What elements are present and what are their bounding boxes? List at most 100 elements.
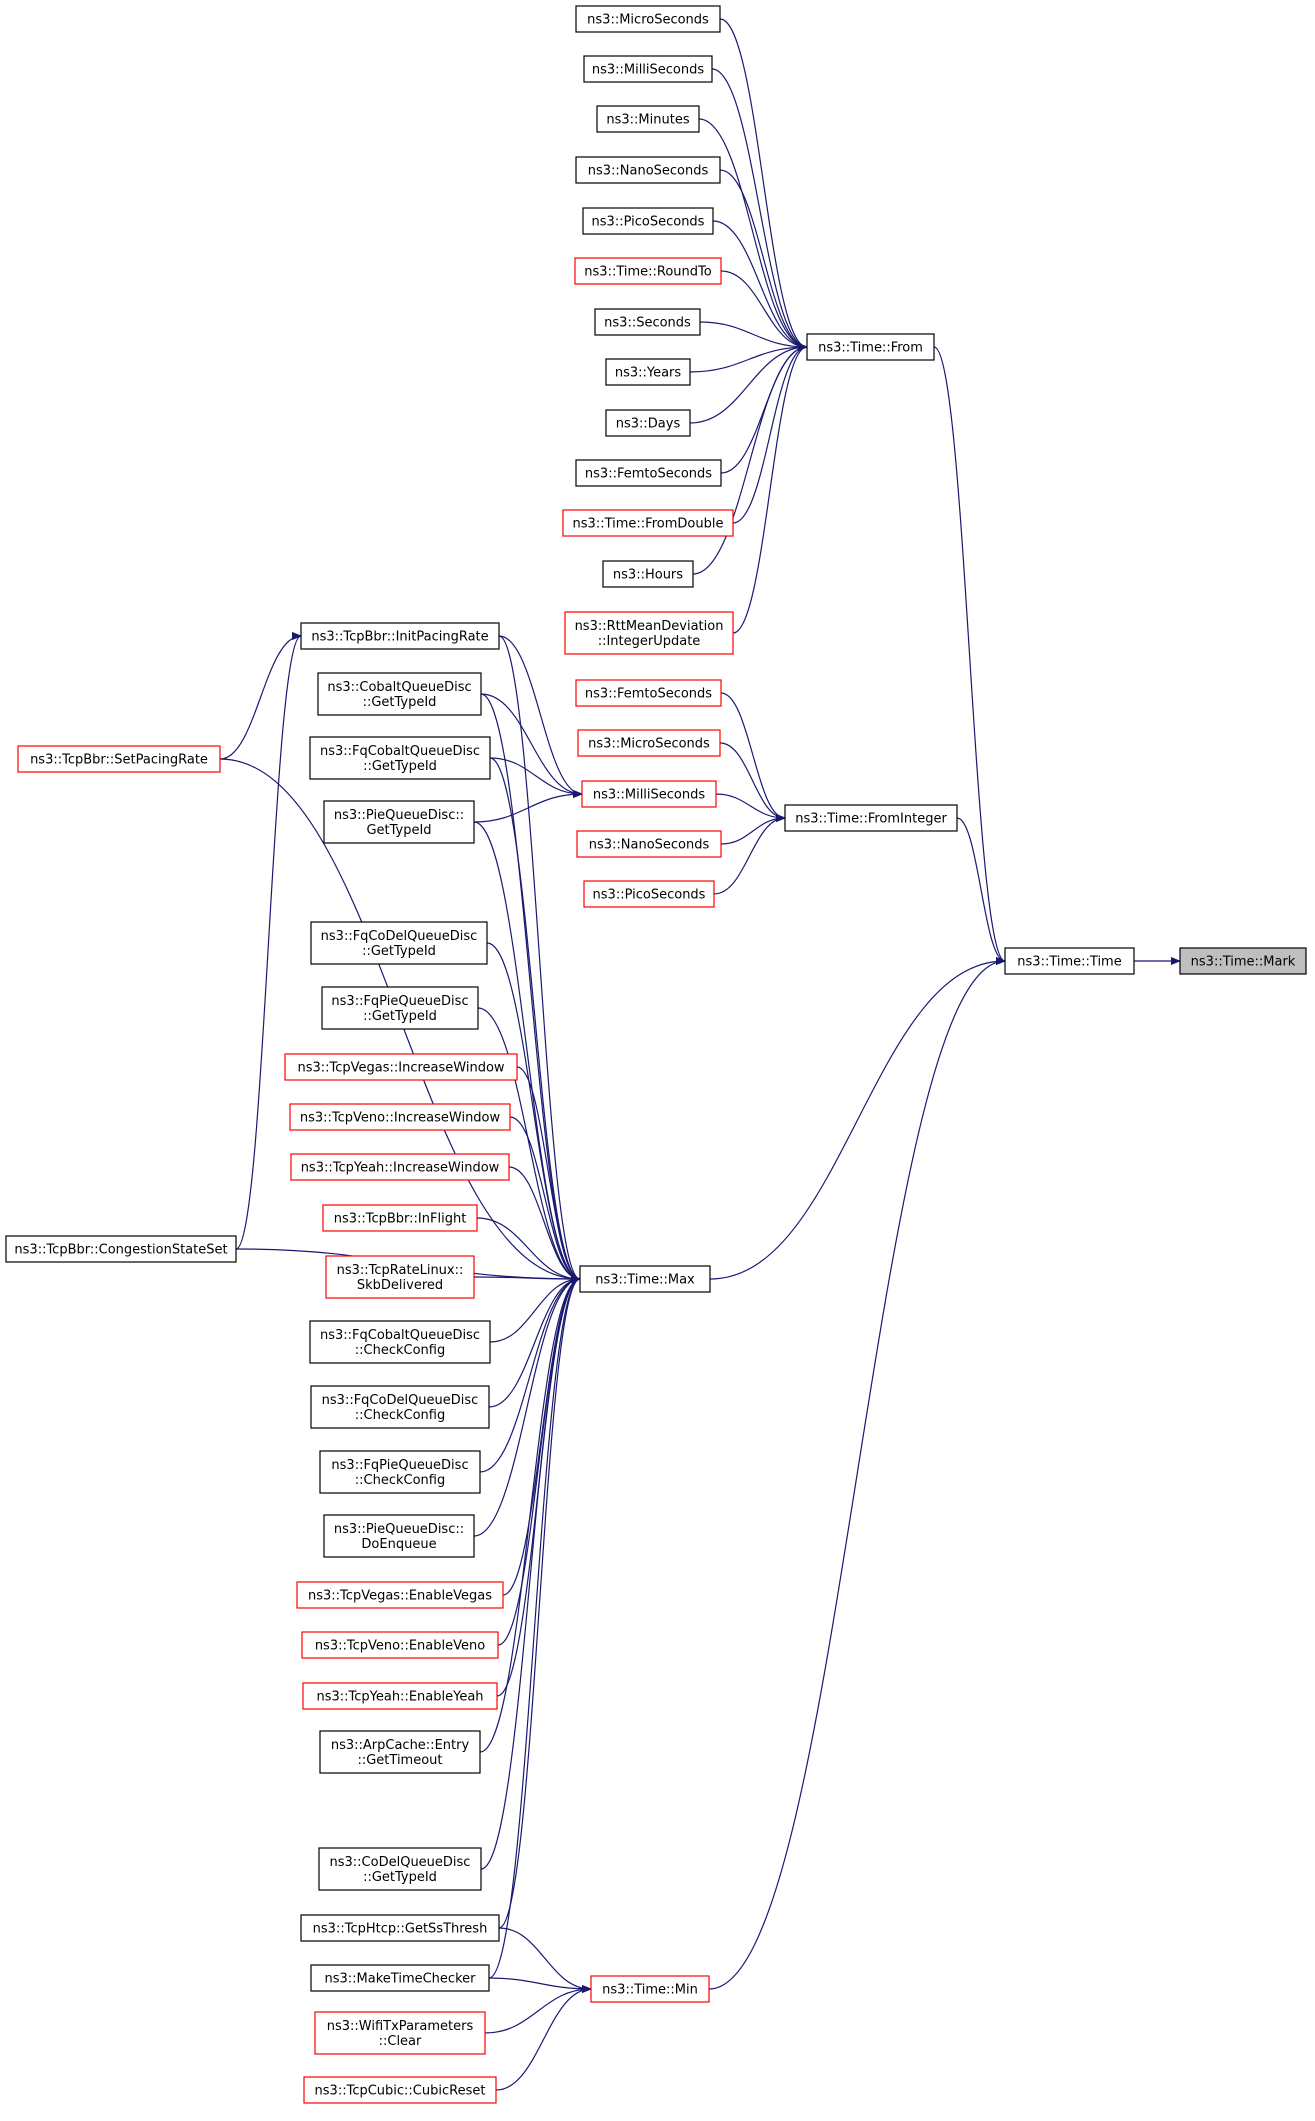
- node-box: [321, 986, 479, 1030]
- node-pie-typeid[interactable]: ns3::PieQueueDisc::GetTypeId: [323, 800, 475, 844]
- node-label: ns3::TcpVegas::IncreaseWindow: [297, 1061, 504, 1076]
- node-box: [301, 1631, 499, 1659]
- node-min[interactable]: ns3::Time::Min: [590, 1975, 710, 2003]
- node-fi-picoseconds[interactable]: ns3::PicoSeconds: [583, 880, 715, 908]
- node-arp-timeout[interactable]: ns3::ArpCache::Entry::GetTimeout: [319, 1730, 481, 1774]
- edge-cubic_reset-to-min: [495, 1985, 592, 2091]
- node-label: ns3::TcpBbr::InitPacingRate: [311, 630, 488, 645]
- edge-fqcobalt_check-to-max: [489, 1275, 581, 1343]
- node-from-days[interactable]: ns3::Days: [605, 409, 691, 437]
- edge-from_rtt-to-from: [732, 343, 808, 634]
- node-fi-microseconds[interactable]: ns3::MicroSeconds: [577, 729, 721, 757]
- node-pie-enqueue[interactable]: ns3::PieQueueDisc::DoEnqueue: [323, 1514, 475, 1558]
- node-box: [322, 1204, 478, 1232]
- node-from-minutes[interactable]: ns3::Minutes: [596, 105, 700, 133]
- node-label: ns3::FemtoSeconds: [585, 467, 712, 482]
- node-fqpie-typeid[interactable]: ns3::FqPieQueueDisc::GetTypeId: [321, 986, 479, 1030]
- edge-initpacing-to-fi_milliseconds: [498, 635, 583, 798]
- node-from-picoseconds[interactable]: ns3::PicoSeconds: [582, 207, 714, 235]
- node-fqcodel-check[interactable]: ns3::FqCoDelQueueDisc::CheckConfig: [310, 1385, 490, 1429]
- node-label: ns3::Days: [616, 417, 681, 432]
- node-label: ::Clear: [379, 2034, 422, 2049]
- node-fi-milliseconds[interactable]: ns3::MilliSeconds: [581, 780, 717, 808]
- node-wifi-clear[interactable]: ns3::WifiTxParameters::Clear: [314, 2011, 486, 2055]
- node-label: SkbDelivered: [357, 1278, 443, 1293]
- nodes-layer: ns3::Time::Markns3::Time::Timens3::Time:…: [5, 5, 1307, 2104]
- edge-from_milliseconds-to-from: [711, 68, 808, 351]
- node-from-rtt[interactable]: ns3::RttMeanDeviation::IntegerUpdate: [564, 611, 734, 655]
- node-box: [576, 830, 722, 858]
- node-label: ns3::TcpYeah::IncreaseWindow: [301, 1161, 500, 1176]
- node-label: ns3::FqCobaltQueueDisc: [320, 1328, 480, 1343]
- node-fqcobalt-check[interactable]: ns3::FqCobaltQueueDisc::CheckConfig: [309, 1320, 491, 1364]
- edge-from_days-to-from: [689, 343, 808, 424]
- node-box: [318, 1847, 482, 1891]
- node-inflight[interactable]: ns3::TcpBbr::InFlight: [322, 1204, 478, 1232]
- node-from-fromdouble[interactable]: ns3::Time::FromDouble: [562, 509, 734, 537]
- node-from-hours[interactable]: ns3::Hours: [602, 560, 694, 588]
- node-from-femtoseconds[interactable]: ns3::FemtoSeconds: [575, 459, 722, 487]
- node-from-seconds[interactable]: ns3::Seconds: [594, 308, 701, 336]
- node-box: [602, 560, 694, 588]
- node-box: [575, 679, 722, 707]
- node-veno-enable[interactable]: ns3::TcpVeno::EnableVeno: [301, 1631, 499, 1659]
- node-from-roundto[interactable]: ns3::Time::RoundTo: [574, 257, 722, 285]
- node-fqcobalt-typeid[interactable]: ns3::FqCobaltQueueDisc::GetTypeId: [309, 736, 491, 780]
- node-vegas-enable[interactable]: ns3::TcpVegas::EnableVegas: [296, 1581, 504, 1609]
- node-label: ns3::CoDelQueueDisc: [330, 1855, 471, 1870]
- node-fi-femtoseconds[interactable]: ns3::FemtoSeconds: [575, 679, 722, 707]
- node-label: ns3::TcpYeah::EnableYeah: [316, 1690, 483, 1705]
- edge-max-to-time: [709, 957, 1006, 1280]
- node-from[interactable]: ns3::Time::From: [806, 333, 935, 361]
- edge-from_seconds-to-from: [699, 321, 808, 351]
- node-max[interactable]: ns3::Time::Max: [579, 1265, 711, 1293]
- node-initpacing[interactable]: ns3::TcpBbr::InitPacingRate: [300, 622, 500, 650]
- node-label: ::CheckConfig: [355, 1473, 445, 1488]
- node-congestion[interactable]: ns3::TcpBbr::CongestionStateSet: [5, 1235, 237, 1263]
- node-label: ns3::TcpVegas::EnableVegas: [308, 1589, 492, 1604]
- node-label: ns3::NanoSeconds: [588, 164, 709, 179]
- edge-maketimechecker-to-min: [488, 1977, 592, 1993]
- node-yeah-inc[interactable]: ns3::TcpYeah::IncreaseWindow: [290, 1153, 510, 1181]
- edge-htcp_ssthresh-to-max: [498, 1275, 581, 1929]
- node-vegas-inc[interactable]: ns3::TcpVegas::IncreaseWindow: [284, 1053, 518, 1081]
- node-from-microseconds[interactable]: ns3::MicroSeconds: [575, 5, 721, 33]
- node-fi-nanoseconds[interactable]: ns3::NanoSeconds: [576, 830, 722, 858]
- node-cobalt-typeid[interactable]: ns3::CobaltQueueDisc::GetTypeId: [317, 672, 482, 716]
- edge-cobalt_typeid-to-fi_milliseconds: [480, 693, 583, 798]
- node-box: [323, 1514, 475, 1558]
- node-label: ns3::TcpHtcp::GetSsThresh: [313, 1922, 488, 1937]
- node-from-nanoseconds[interactable]: ns3::NanoSeconds: [575, 156, 721, 184]
- node-from-milliseconds[interactable]: ns3::MilliSeconds: [583, 55, 713, 83]
- node-skbdelivered[interactable]: ns3::TcpRateLinux::SkbDelivered: [325, 1255, 475, 1299]
- node-frominteger[interactable]: ns3::Time::FromInteger: [784, 804, 958, 832]
- node-label: ns3::RttMeanDeviation: [575, 619, 724, 634]
- node-label: ns3::FqCoDelQueueDisc: [321, 929, 478, 944]
- edge-from_hours-to-from: [692, 343, 808, 575]
- edge-fqcobalt_typeid-to-max: [489, 757, 581, 1283]
- node-maketimechecker[interactable]: ns3::MakeTimeChecker: [310, 1964, 490, 1992]
- node-fqpie-check[interactable]: ns3::FqPieQueueDisc::CheckConfig: [319, 1450, 481, 1494]
- edge-htcp_ssthresh-to-min: [498, 1927, 592, 1993]
- edge-arp_timeout-to-max: [479, 1275, 581, 1753]
- node-label: ns3::MakeTimeChecker: [325, 1972, 477, 1987]
- node-box: [309, 736, 491, 780]
- node-box: [310, 1385, 490, 1429]
- node-setpacing[interactable]: ns3::TcpBbr::SetPacingRate: [17, 745, 221, 773]
- node-yeah-enable[interactable]: ns3::TcpYeah::EnableYeah: [302, 1682, 498, 1710]
- node-htcp-ssthresh[interactable]: ns3::TcpHtcp::GetSsThresh: [300, 1914, 500, 1942]
- node-label: ns3::ArpCache::Entry: [331, 1738, 470, 1753]
- node-label: ::GetTypeId: [363, 695, 437, 710]
- node-from-years[interactable]: ns3::Years: [605, 358, 691, 386]
- node-box: [577, 729, 721, 757]
- node-box: [1004, 947, 1135, 975]
- node-label: ns3::FqCobaltQueueDisc: [320, 744, 480, 759]
- node-cubic-reset[interactable]: ns3::TcpCubic::CubicReset: [303, 2076, 497, 2104]
- node-box: [319, 1450, 481, 1494]
- node-box: [583, 55, 713, 83]
- node-fqcodel-typeid[interactable]: ns3::FqCoDelQueueDisc::GetTypeId: [310, 921, 488, 965]
- node-veno-inc[interactable]: ns3::TcpVeno::IncreaseWindow: [289, 1103, 511, 1131]
- node-time[interactable]: ns3::Time::Time: [1004, 947, 1135, 975]
- node-codel-typeid[interactable]: ns3::CoDelQueueDisc::GetTypeId: [318, 1847, 482, 1891]
- node-label: ns3::TcpBbr::InFlight: [334, 1212, 467, 1227]
